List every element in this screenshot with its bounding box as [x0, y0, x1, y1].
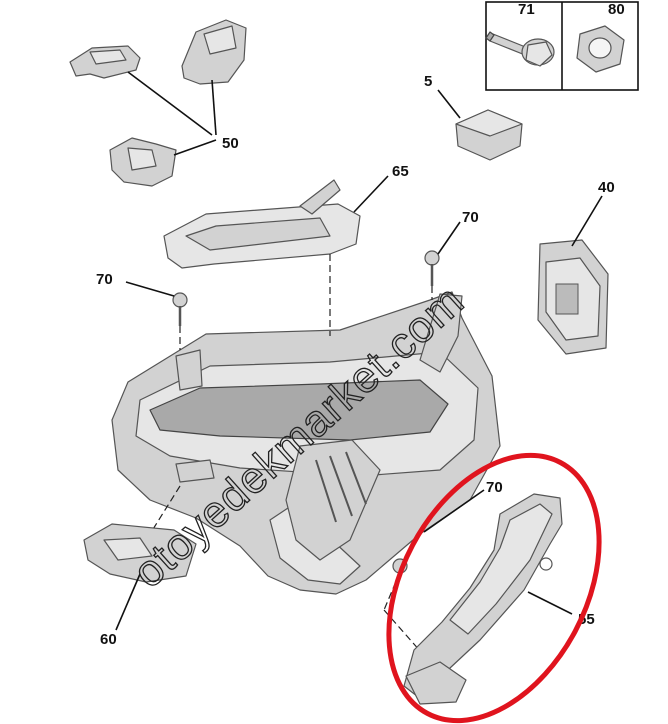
- screw-71: [485, 31, 555, 67]
- headlamp-assembly: [111, 291, 501, 595]
- label-40: 40: [598, 179, 615, 196]
- label-70-right: 70: [486, 479, 503, 496]
- label-80: 80: [608, 1, 625, 18]
- label-70-top: 70: [462, 209, 479, 226]
- bracket-60: 60: [83, 523, 197, 648]
- nut-80: [576, 25, 625, 73]
- control-unit-40: 40: [537, 179, 615, 355]
- label-71: 71: [518, 1, 535, 18]
- label-60: 60: [100, 631, 117, 648]
- label-70-left: 70: [96, 271, 113, 288]
- screw-70-left: 70: [96, 271, 188, 326]
- label-5: 5: [424, 73, 432, 90]
- label-50: 50: [222, 135, 239, 152]
- screw-70-top: 70: [424, 209, 479, 286]
- highlight-ring: [386, 452, 602, 724]
- bracket-50-group: 50: [69, 19, 247, 187]
- module-5: 5: [424, 73, 523, 161]
- bracket-55: 55: [403, 493, 595, 705]
- label-65: 65: [392, 163, 409, 180]
- fastener-inset: 71 80: [485, 1, 639, 91]
- cover-65: 65: [163, 163, 409, 269]
